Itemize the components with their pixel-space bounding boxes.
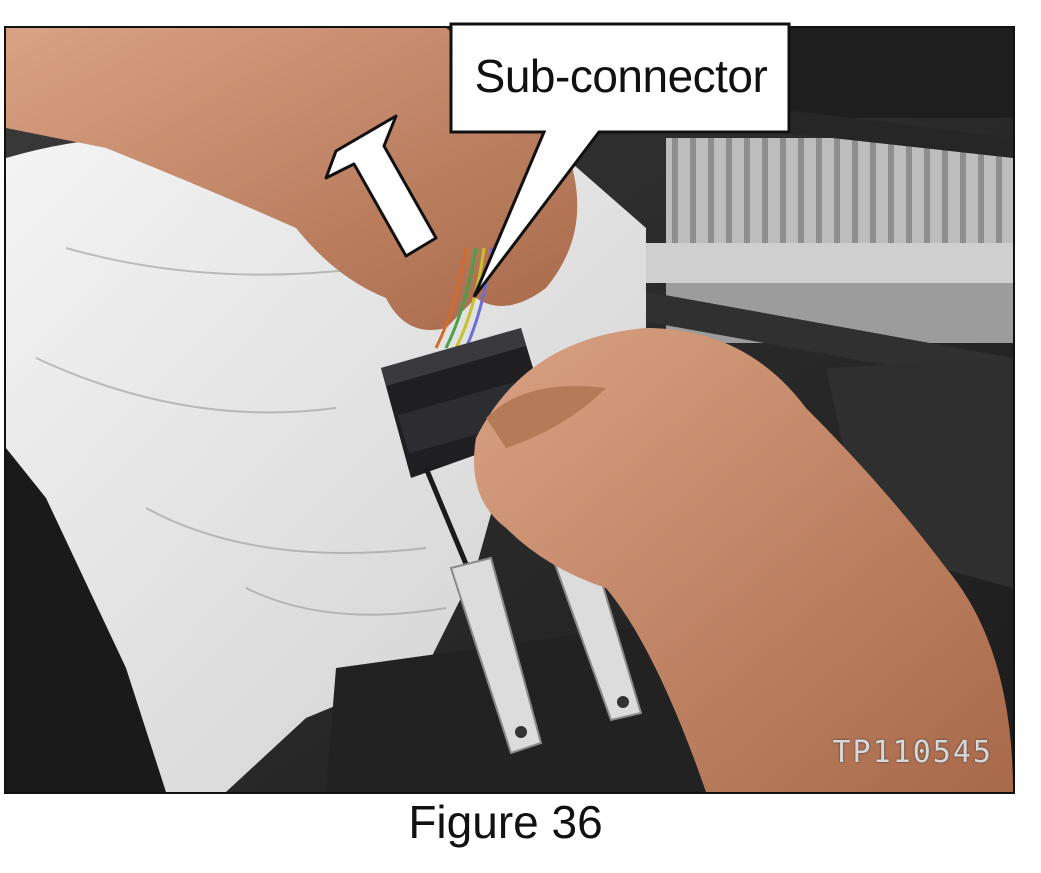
callout-bubble: [449, 22, 791, 298]
figure-caption: Figure 36: [408, 796, 603, 848]
air-filter: [606, 28, 1013, 388]
photo-code: TP110545: [832, 735, 993, 770]
upper-hand: [6, 28, 578, 330]
callout-label: Sub-connector: [474, 50, 768, 102]
test-probes: [423, 467, 643, 755]
lower-hand: [474, 328, 1013, 792]
arrow-up-left-icon: [324, 114, 438, 258]
figure-photo: [4, 26, 1015, 794]
